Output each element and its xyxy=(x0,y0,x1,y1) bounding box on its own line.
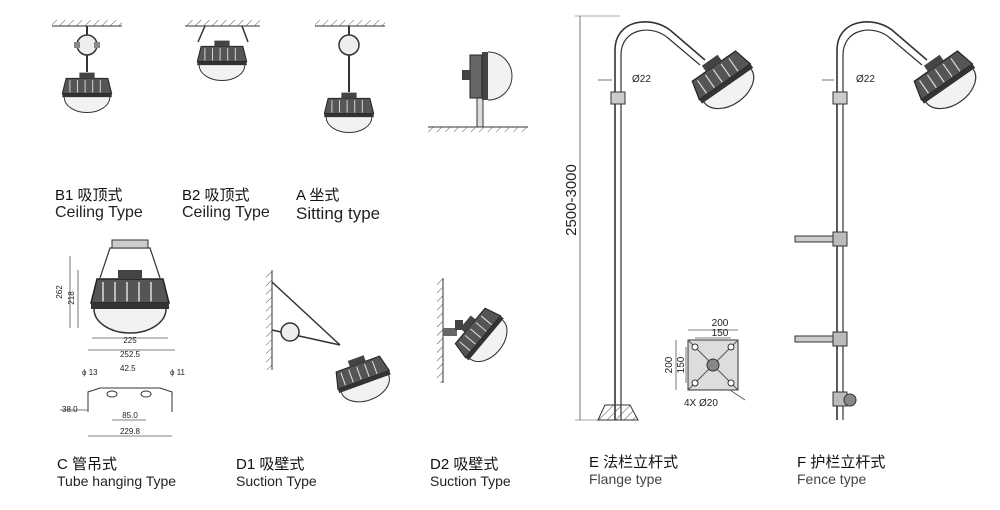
caption-c: C 管吊式 Tube hanging Type xyxy=(57,456,176,489)
dim-flange-200h: 200 xyxy=(664,356,675,373)
dim-e-pole: Ø22 xyxy=(632,74,651,85)
dim-flange-150w: 150 xyxy=(712,328,729,339)
dim-c-850: 85.0 xyxy=(122,411,138,420)
caption-b2-cn: B2 吸顶式 xyxy=(182,187,250,204)
dim-c-phi11: ϕ 11 xyxy=(170,368,186,377)
dim-flange-200w: 200 xyxy=(712,318,729,329)
dim-c-218: 218 xyxy=(67,291,76,305)
caption-f-en: Fence type xyxy=(797,471,867,488)
dim-f-pole: Ø22 xyxy=(856,74,875,85)
dim-c-2298: 229.8 xyxy=(120,427,141,436)
c-tube-hanging-drawing xyxy=(60,239,175,437)
caption-f-cn: F 护栏立杆式 xyxy=(797,454,886,471)
caption-b2: B2 吸顶式 Ceiling Type xyxy=(182,187,270,223)
dim-flange-150h: 150 xyxy=(676,356,687,373)
b1-ceiling-drawing xyxy=(52,20,122,113)
d1-suction-drawing xyxy=(266,270,397,410)
caption-c-cn: C 管吊式 xyxy=(57,456,118,473)
post-side-mount-drawing xyxy=(428,51,528,132)
caption-b1-en: Ceiling Type xyxy=(55,204,143,222)
caption-d1-en: Suction Type xyxy=(236,473,317,490)
caption-a-en: Sitting type xyxy=(296,204,381,224)
dim-flange-holes: 4X Ø20 xyxy=(684,398,718,409)
caption-d2-cn: D2 吸壁式 xyxy=(430,456,499,473)
dim-c-phi13: ϕ 13 xyxy=(82,368,98,377)
d2-suction-drawing xyxy=(437,278,518,383)
caption-d2-en: Suction Type xyxy=(430,473,511,490)
caption-a: A 坐式 Sitting type xyxy=(296,187,380,224)
caption-e: E 法栏立杆式 Flange type xyxy=(589,454,678,487)
caption-a-cn: A 坐式 xyxy=(296,187,340,204)
a-sitting-drawing xyxy=(315,20,385,133)
e-flange-drawing xyxy=(575,15,765,421)
b2-ceiling-drawing xyxy=(185,20,260,81)
caption-b1: B1 吸顶式 Ceiling Type xyxy=(55,187,143,223)
caption-d1: D1 吸壁式 Suction Type xyxy=(236,456,317,489)
dim-c-2525: 252.5 xyxy=(120,350,141,359)
caption-e-en: Flange type xyxy=(589,471,663,488)
dim-c-225: 225 xyxy=(123,336,137,345)
f-fence-drawing xyxy=(794,21,987,420)
dim-c-380: 38.0 xyxy=(62,405,78,414)
caption-c-en: Tube hanging Type xyxy=(57,473,177,490)
caption-b1-cn: B1 吸顶式 xyxy=(55,187,123,204)
dim-e-height: 2500-3000 xyxy=(563,164,580,236)
dim-c-262: 262 xyxy=(55,285,64,299)
caption-d1-cn: D1 吸壁式 xyxy=(236,456,305,473)
caption-b2-en: Ceiling Type xyxy=(182,204,270,222)
caption-f: F 护栏立杆式 Fence type xyxy=(797,454,885,487)
caption-e-cn: E 法栏立杆式 xyxy=(589,454,679,471)
caption-d2: D2 吸壁式 Suction Type xyxy=(430,456,511,489)
dim-c-425: 42.5 xyxy=(120,364,136,373)
